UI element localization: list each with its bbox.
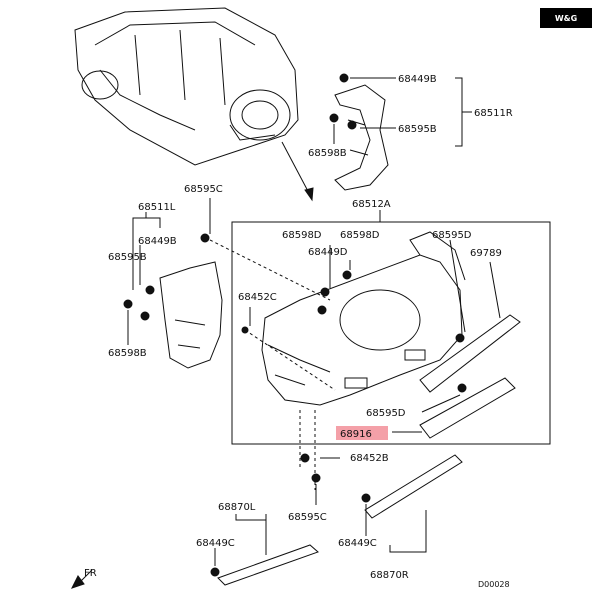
label-68870R: 68870R [370,570,409,581]
side-molding-right [364,454,463,519]
label-69789: 69789 [470,248,502,259]
label-68452B: 68452B [350,453,389,464]
label-68449D: 68449D [308,247,348,258]
label-68512A: 68512A [352,199,391,210]
label-68595B-left: 68595B [108,252,147,263]
garnish-68916 [419,377,516,439]
side-molding-left [217,544,319,586]
label-68595C-top: 68595C [184,184,223,195]
label-68449C-left: 68449C [196,538,235,549]
label-68598B-top: 68598B [308,148,347,159]
label-68511R: 68511R [474,108,513,119]
label-68916: 68916 [340,429,372,440]
label-68598B-left: 68598B [108,348,147,359]
vehicle-sketch [74,7,299,166]
label-68511L: 68511L [138,202,176,213]
assembly-box [231,221,551,445]
label-fr: FR [84,568,97,579]
highlight-68916 [336,426,388,440]
brand-logo: W&G [540,8,592,28]
label-68595D-low: 68595D [366,408,406,419]
brand-logo-text: W&G [554,13,578,23]
bracket-right [334,84,389,191]
label-68870L: 68870L [218,502,256,513]
label-68595D-top: 68595D [432,230,472,241]
label-diagram-code: D00028 [478,580,510,589]
bracket-left [159,261,223,369]
label-68449B-left: 68449B [138,236,177,247]
label-68595B-top: 68595B [398,124,437,135]
label-68598D-a: 68598D [282,230,322,241]
label-68598D-b: 68598D [340,230,380,241]
label-68449B-top: 68449B [398,74,437,85]
molding-69789 [419,314,521,393]
label-68449C-right: 68449C [338,538,377,549]
label-68452C: 68452C [238,292,277,303]
label-68595C-low: 68595C [288,512,327,523]
rear-bumper [261,231,466,406]
